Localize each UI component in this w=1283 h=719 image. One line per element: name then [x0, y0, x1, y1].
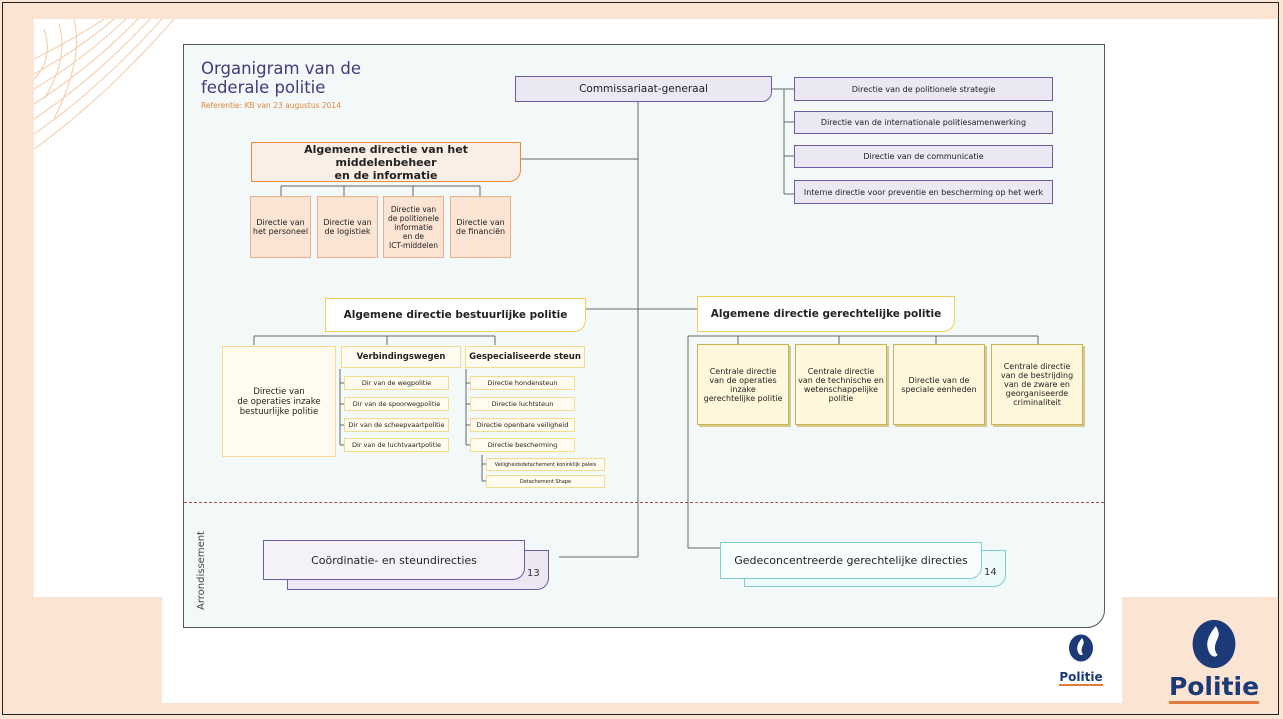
arrondissement-label: Arrondissement [196, 531, 207, 610]
roads-unit: Dir van de luchtvaartpolitie [344, 438, 449, 452]
chart-title: Organigram van de federale politie [201, 59, 361, 97]
dgj-header: Algemene directie gerechtelijke politie [697, 296, 955, 332]
cosd-box: Coördinatie- en steundirecties [263, 540, 525, 580]
org-chart: Organigram van de federale politie Refer… [183, 44, 1105, 628]
support-unit: Directie openbare veiligheid [470, 418, 575, 432]
dga-header: Algemene directie bestuurlijke politie [325, 298, 586, 332]
gdj-count: 14 [984, 567, 997, 578]
staff-box: Interne directie voor preventie en besch… [794, 180, 1053, 204]
staff-box: Directie van de internationale politiesa… [794, 111, 1053, 134]
protection-unit: Veiligheidsdetachement koninklijk paleis [486, 458, 605, 471]
cosd-count: 13 [527, 568, 540, 579]
reference-text: Referentie: KB van 23 augustus 2014 [201, 101, 341, 110]
support-unit: Directie hondensteun [470, 376, 575, 390]
police-flame-icon [1069, 634, 1093, 662]
commissariaat-generaal: Commissariaat-generaal [515, 76, 772, 102]
decorative-swirl [34, 19, 174, 150]
politie-wordmark: Politie [1059, 670, 1103, 686]
protection-unit: Detachement Shape [486, 475, 605, 488]
politie-wordmark: Politie [1168, 673, 1260, 704]
politie-logo-small: Politie [1054, 634, 1108, 686]
support-unit: Directie luchtsteun [470, 397, 575, 411]
support-unit: Directie bescherming [470, 438, 575, 452]
support-header: Gespecialiseerde steun [465, 346, 585, 368]
roads-unit: Dir van de wegpolitie [344, 376, 449, 390]
dgr-header: Algemene directie van het middelenbeheer… [251, 142, 521, 182]
arrondissement-divider [184, 502, 1104, 503]
politie-logo-large: Politie [1162, 619, 1266, 704]
connector-lines [253, 88, 1039, 558]
gdj-box: Gedeconcentreerde gerechtelijke directie… [720, 542, 982, 579]
staff-box: Directie van de politionele strategie [794, 77, 1053, 101]
police-flame-icon [1192, 619, 1236, 669]
roads-header: Verbindingswegen [341, 346, 461, 368]
staff-box: Directie van de communicatie [794, 145, 1053, 168]
roads-unit: Dir van de scheepvaartpolitie [344, 418, 449, 432]
roads-unit: Dir van de spoorwegpolitie [344, 397, 449, 411]
